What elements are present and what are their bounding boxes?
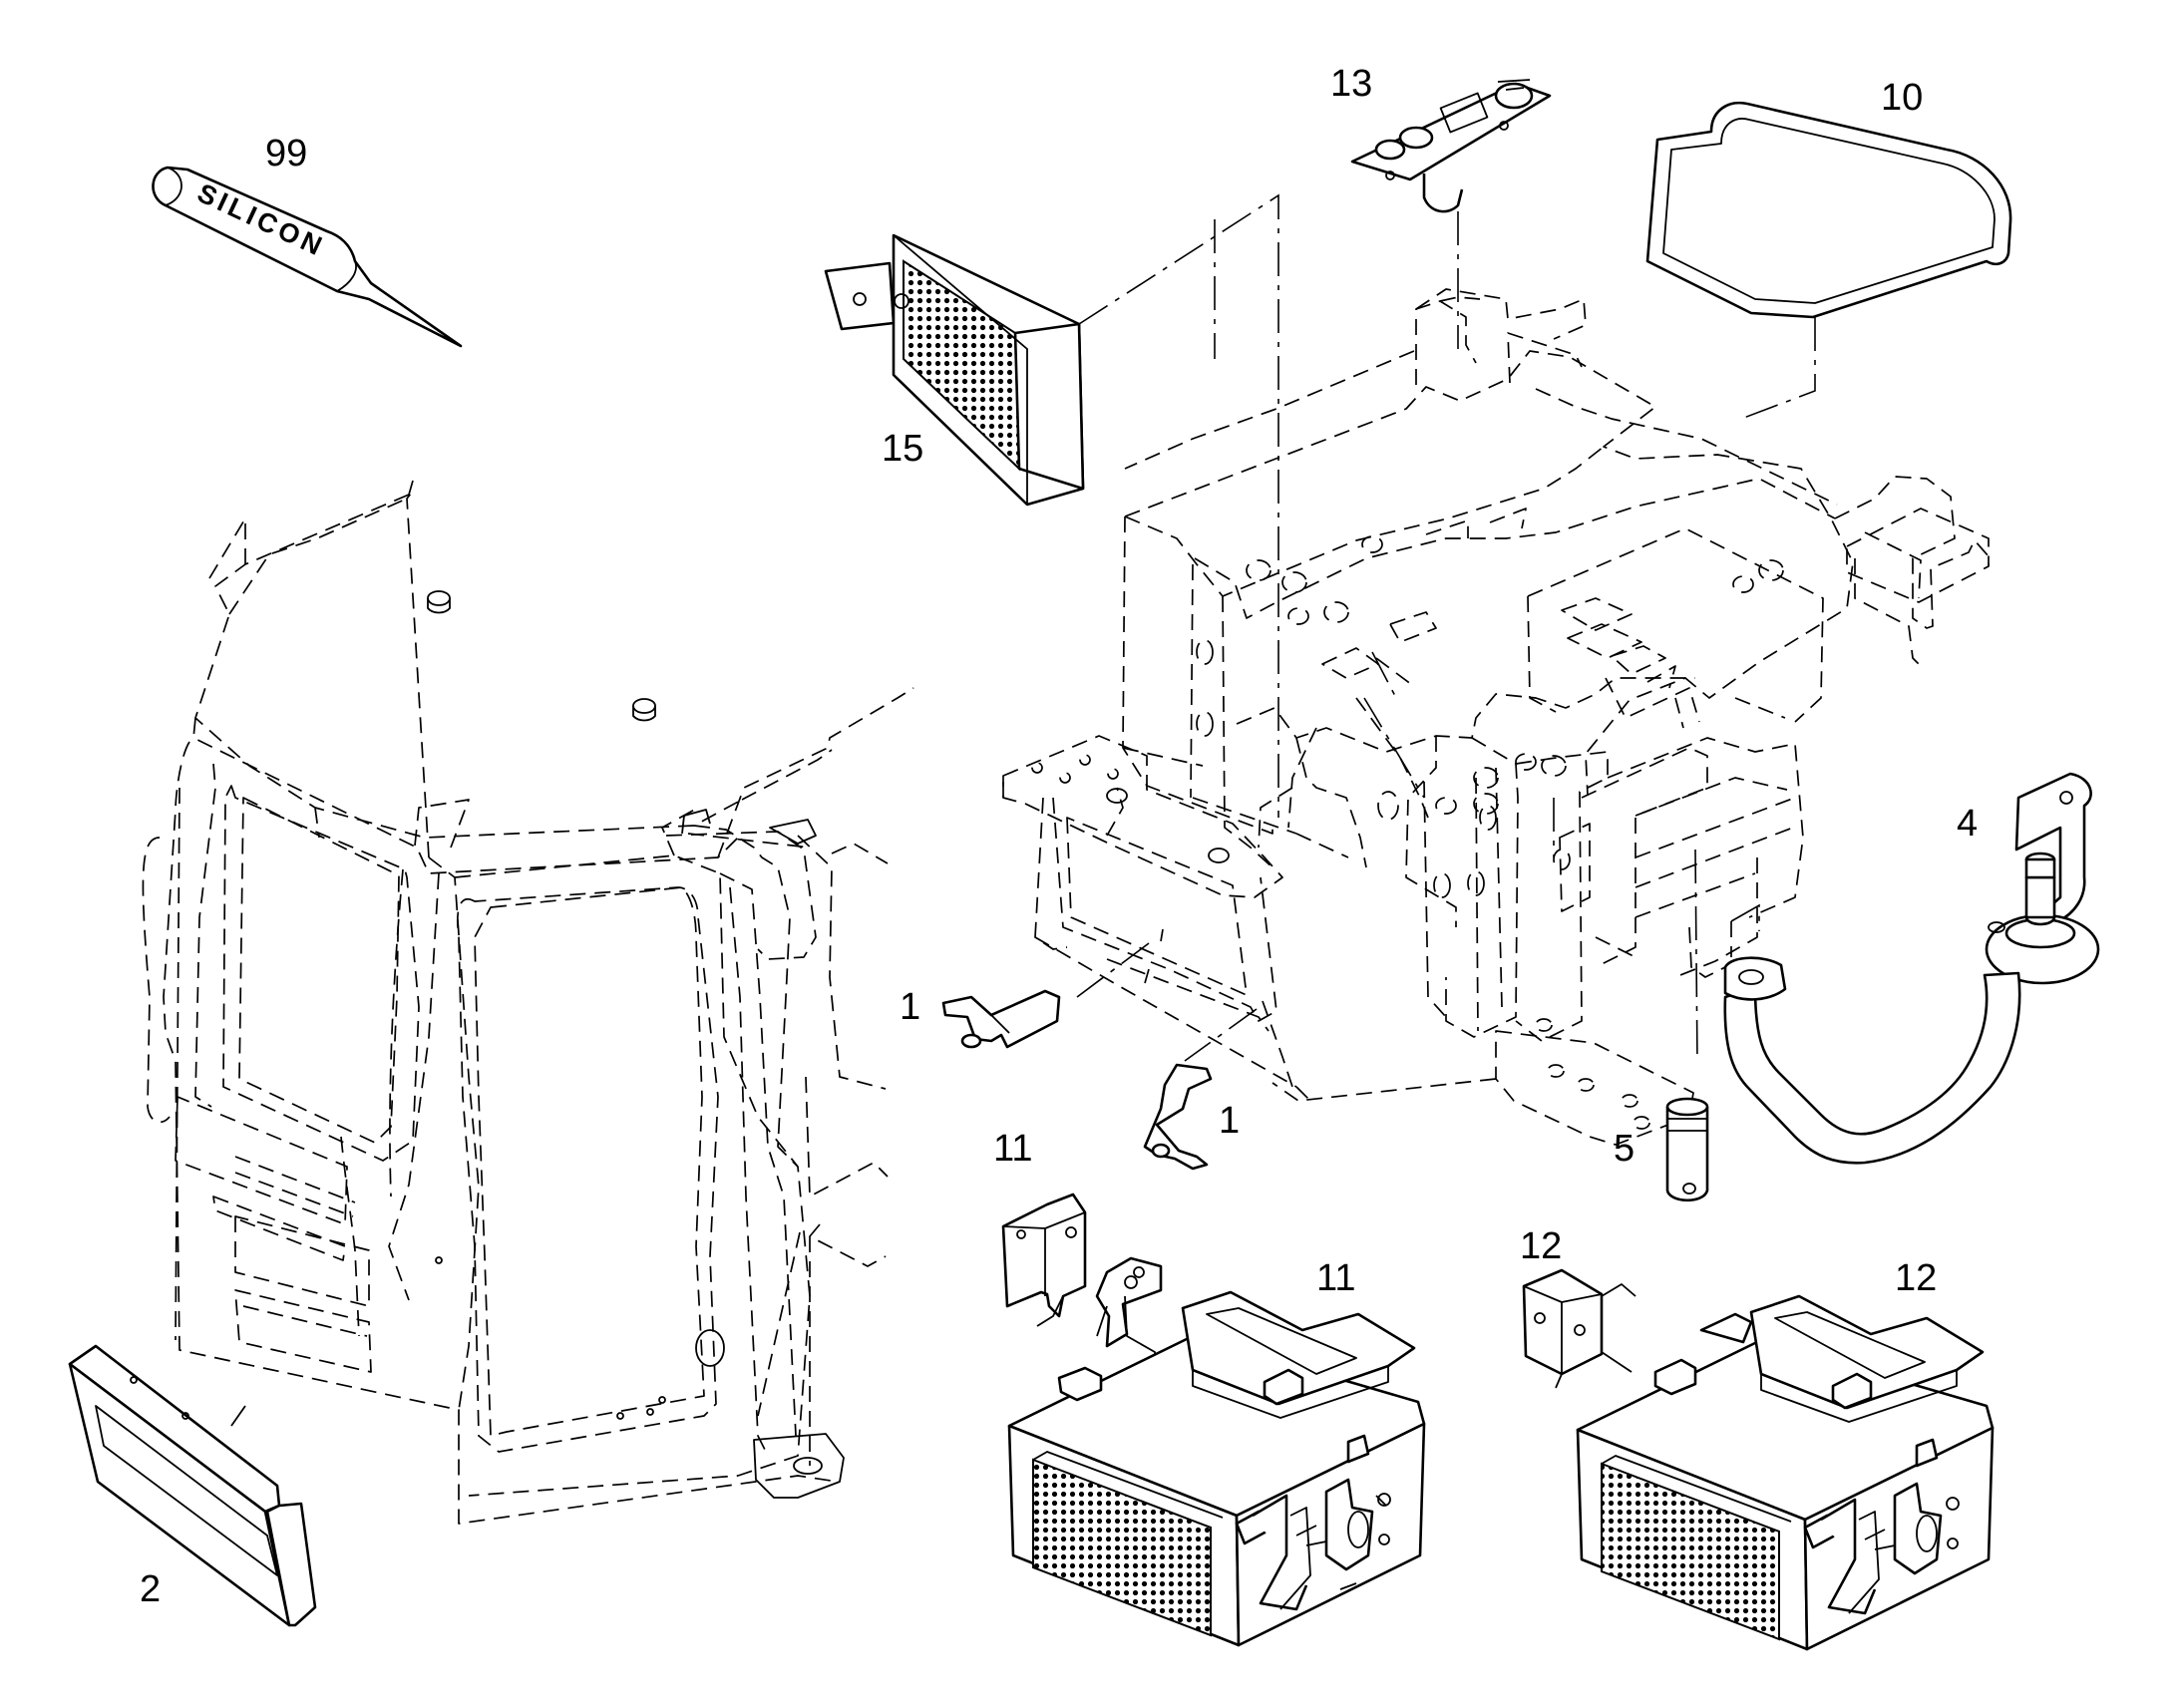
panel-part-2	[68, 1344, 317, 1627]
heater-unit-part-11	[1001, 1193, 1426, 1647]
cab-frame	[142, 480, 914, 1525]
callout-13: 13	[1330, 63, 1372, 105]
callout-1-right: 1	[1219, 1100, 1240, 1142]
cab-bolt-b	[632, 698, 656, 722]
bushing-part-5	[1665, 1097, 1709, 1202]
chassis-holes	[1196, 535, 1784, 1130]
silicone-tube-part-99: SILICON	[152, 166, 463, 348]
cab-bolt-a	[427, 590, 451, 614]
callout-2: 2	[140, 1568, 161, 1610]
callout-labels: 99 15 13 10 4 1 1 5 11 11 12 12 2	[140, 63, 1978, 1610]
bracket-part-1-right	[1143, 1063, 1213, 1171]
callout-11-large: 11	[1316, 1257, 1355, 1299]
hose-part-4	[1723, 772, 2100, 1165]
callout-11-small: 11	[993, 1128, 1032, 1170]
callout-5: 5	[1614, 1128, 1635, 1170]
callout-15: 15	[882, 428, 923, 470]
callout-10: 10	[1881, 77, 1923, 119]
callout-1-left: 1	[900, 986, 920, 1028]
callout-99: 99	[265, 133, 307, 174]
air-filter-part-15	[824, 193, 1279, 818]
callout-12-large: 12	[1895, 1257, 1937, 1299]
callout-12-small: 12	[1520, 1225, 1562, 1267]
bracket-part-1-left	[941, 989, 1061, 1049]
tube-brand-text: SILICON	[192, 177, 329, 262]
gasket-part-10	[1645, 101, 2012, 420]
callout-4: 4	[1957, 803, 1978, 845]
main-chassis	[1002, 288, 1990, 1146]
heater-unit-part-12	[1522, 1268, 1995, 1651]
control-panel-part-13	[1350, 79, 1552, 349]
